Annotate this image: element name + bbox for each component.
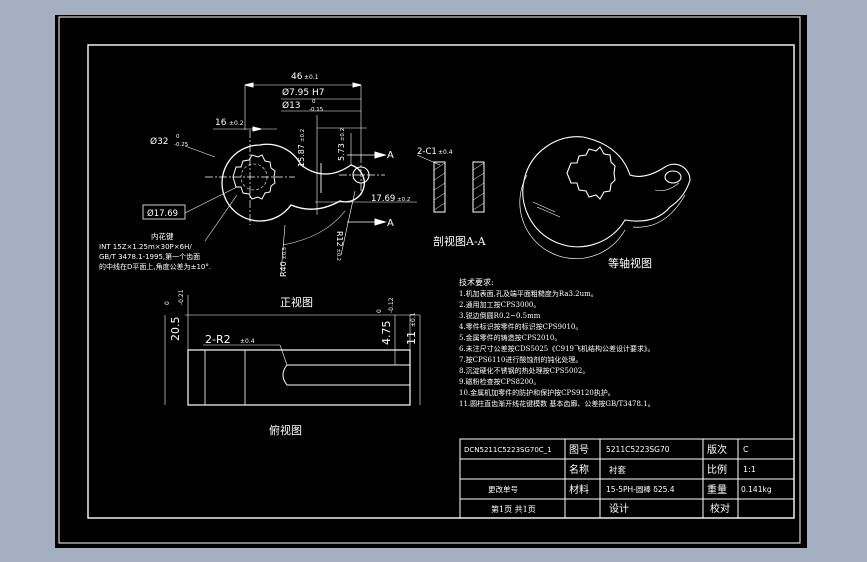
zhongliang-value: 0.141kg	[741, 485, 772, 494]
dim-dia-32: Ø32	[150, 136, 169, 147]
cad-drawing: 46 ±0.1 Ø7.95 H7 Ø13 0 -0.15 16 ±0.2 Ø32…	[58, 16, 801, 544]
label-banci: 版次	[707, 443, 727, 456]
tech-req-item: 3.锐边倒圆R0.2~0.5mm	[459, 311, 541, 320]
front-view	[142, 82, 417, 274]
chamfer-label: 2-C1	[417, 147, 437, 157]
dim-dia-13-tol-low: -0.15	[309, 107, 324, 113]
spline-bore	[232, 154, 276, 200]
section-mark-a-top: A	[387, 150, 394, 161]
tech-req-item: 5.金属零件的铸造按CPS2010。	[459, 333, 561, 342]
spline-note-3: GB/T 3478.1-1995,第一个齿面	[99, 252, 200, 261]
label-bili: 比例	[707, 463, 727, 476]
spline-note-1: 内花键	[151, 231, 174, 241]
dim-16-tol: ±0.2	[229, 120, 244, 127]
iso-view-title: 等轴视图	[608, 256, 652, 270]
tech-requirements: 技术要求: 1.机加表面,孔及端平面粗糙度为Ra3.2um。 2.通用加工按CP…	[459, 277, 655, 408]
tech-req-item: 9.磁粉检查按CPS8200。	[459, 377, 540, 386]
dim-2r2-tol: ±0.4	[240, 338, 255, 345]
inner-frame	[87, 44, 795, 519]
label-cailiao: 材料	[569, 483, 589, 496]
dim-1587: 15.87±0.2	[297, 129, 306, 167]
cailiao-value: 15-5PH-圆棒 δ25.4	[606, 484, 675, 494]
dim-475: 4.75	[380, 321, 393, 346]
dim-hole-795: Ø7.95 H7	[282, 87, 324, 98]
outer-frame	[58, 16, 801, 544]
bottom-view	[164, 295, 421, 406]
drawing-code: DCN5211C5223SG70C_1	[464, 446, 552, 454]
dim-16: 16	[215, 118, 227, 128]
dim-r12: R12±0.2	[335, 231, 344, 261]
bili-value: 1:1	[743, 465, 756, 474]
tech-req-title: 技术要求:	[459, 277, 494, 287]
pin-hole	[352, 166, 370, 184]
tech-req-item: 11.圆柱直齿渐开线花键模数 基本齿廓、公差按GB/T3478.1。	[459, 399, 655, 408]
dim-dia-32-tol-up: 0	[176, 134, 180, 140]
dim-46-tol: ±0.1	[304, 74, 319, 81]
title-block	[459, 438, 795, 519]
isometric-view	[519, 136, 691, 260]
section-view-title: 剖视图A-A	[433, 234, 487, 248]
label-mingcheng: 名称	[569, 463, 589, 476]
spline-note-2: INT 15Z×1.25m×30P×6H/	[99, 243, 192, 251]
tech-req-item: 10.金属机加零件的防护和保护按CPS9120执护。	[459, 388, 615, 397]
label-zhongliang: 重量	[707, 483, 727, 496]
label-tuhao: 图号	[569, 444, 589, 456]
front-view-title: 正视图	[280, 295, 313, 309]
label-sheji: 设计	[609, 502, 629, 515]
section-view	[416, 154, 485, 213]
tuhao-value: 5211C5223SG70	[606, 445, 670, 454]
mingcheng-value: 衬套	[609, 465, 627, 476]
drawing-sheet: 46 ±0.1 Ø7.95 H7 Ø13 0 -0.15 16 ±0.2 Ø32…	[55, 15, 807, 548]
dim-11: 11	[405, 331, 418, 345]
label-jiaodui: 校对	[710, 502, 730, 515]
dim-205-tol-low: -0.21	[178, 289, 185, 305]
dim-475-tol-up: 0	[376, 309, 383, 313]
spline-note-4: 的中线在D平面上,角度公差为±10°.	[99, 262, 211, 271]
dim-r40: R40±0.5	[279, 247, 288, 277]
tech-req-item: 2.通用加工按CPS3000。	[459, 300, 540, 309]
banci-value: C	[743, 445, 749, 454]
dia-1769-box	[142, 204, 186, 220]
dim-dia-1769-boxed: Ø17.69	[147, 208, 178, 219]
dim-1769-tol: ±0.2	[397, 197, 410, 203]
tech-req-item: 8.沉淀硬化不锈钢的热处理按CPS5002。	[459, 366, 589, 375]
dim-573: 5.73±0.2	[337, 128, 346, 161]
dim-1769: 17.69	[371, 194, 395, 204]
dim-205: 20.5	[169, 317, 182, 342]
dim-205-tol-up: 0	[164, 301, 171, 305]
tech-req-item: 4.零件标识按零件的标识按CPS9010。	[459, 322, 582, 331]
dim-dia-13: Ø13	[282, 100, 301, 111]
dim-46: 46	[291, 72, 303, 82]
label-gaiban: 更改单号	[488, 484, 518, 494]
dim-11-tol: ±0.1	[410, 312, 417, 327]
section-mark-a-bottom: A	[387, 218, 394, 229]
bottom-view-title: 俯视图	[269, 423, 302, 437]
dim-dia-13-tol-up: 0	[312, 99, 316, 105]
tech-req-item: 6.未注尺寸公差按CDS5025《C919飞机结构公差设计要求》。	[459, 344, 654, 353]
dim-dia-32-tol-low: -0.25	[174, 142, 189, 148]
chamfer-tol: ±0.4	[438, 149, 453, 156]
lever-outline	[221, 143, 365, 222]
page-indicator: 第1页 共1页	[491, 504, 536, 514]
dim-2r2: 2-R2	[205, 333, 231, 346]
tech-req-item: 1.机加表面,孔及端平面粗糙度为Ra3.2um。	[459, 289, 598, 298]
tech-req-item: 7.按CPS6110进行酸蚀剂的钝化处理。	[459, 355, 582, 364]
dim-475-tol-low: -0.12	[388, 297, 395, 313]
